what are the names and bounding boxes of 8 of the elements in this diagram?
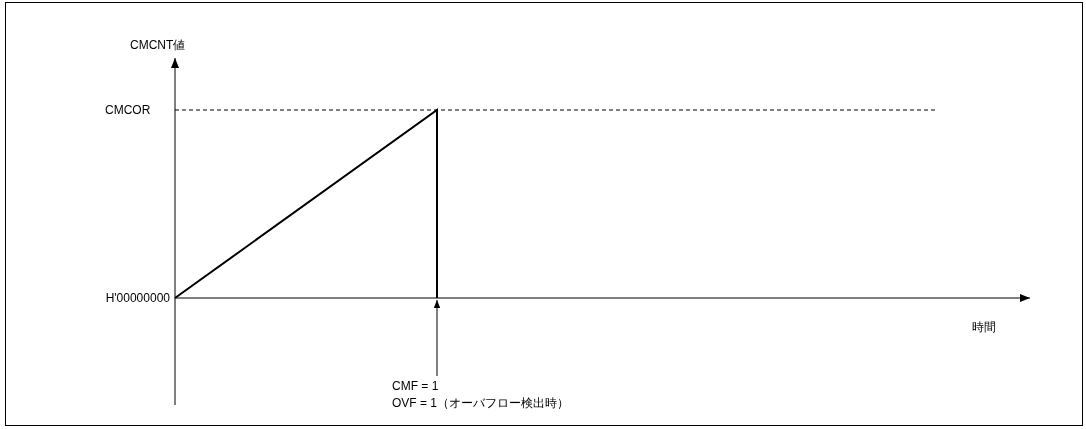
- axis-label: 時間: [972, 320, 996, 334]
- axis-label: CMCNT値: [130, 38, 186, 52]
- sawtooth-waveform: [174, 108, 438, 299]
- annotation-text: OVF = 1（オーバフロー検出時）: [392, 395, 570, 412]
- level-label: H'00000000: [105, 291, 170, 305]
- arrow: [433, 299, 441, 377]
- level-label: CMCOR: [105, 103, 151, 117]
- annotation-text: CMF = 1: [392, 378, 440, 395]
